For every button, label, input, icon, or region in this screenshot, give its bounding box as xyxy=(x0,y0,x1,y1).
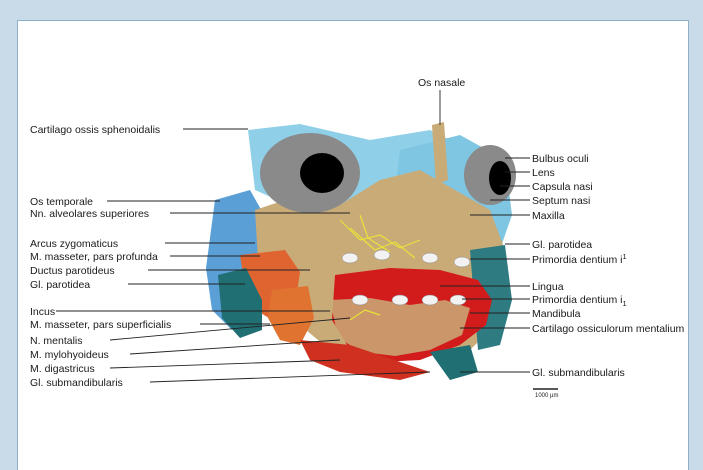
scale-bar-label: 1000 µm xyxy=(535,393,558,399)
label-nn-alveolares-superiores: Nn. alveolares superiores xyxy=(30,208,149,220)
label-os-temporale: Os temporale xyxy=(30,196,93,208)
label-primordia-dentium-upper: Primordia dentium i1 xyxy=(532,252,627,266)
label-primordia-dentium-lower-text: Primordia dentium i xyxy=(532,294,622,306)
label-primordia-dentium-lower: Primordia dentium i1 xyxy=(532,294,627,308)
labels-left: Cartilago ossis sphenoidalis Os temporal… xyxy=(30,124,171,389)
label-gl-parotidea-left: Gl. parotidea xyxy=(30,279,90,291)
label-primordia-dentium-upper-text: Primordia dentium i xyxy=(532,254,622,266)
label-gl-submandibularis-right: Gl. submandibularis xyxy=(532,367,625,379)
label-masseter-pars-profunda: M. masseter, pars profunda xyxy=(30,251,158,263)
label-ductus-parotideus: Ductus parotideus xyxy=(30,265,115,277)
label-cartilago-ossis-sphenoidalis: Cartilago ossis sphenoidalis xyxy=(30,124,160,136)
label-masseter-pars-superficialis: M. masseter, pars superficialis xyxy=(30,319,171,331)
masseter-superficial-shape xyxy=(268,286,314,345)
lens-left-shape xyxy=(300,153,344,193)
label-m-mylohyoideus: M. mylohyoideus xyxy=(30,349,109,361)
label-incus: Incus xyxy=(30,306,55,318)
label-primordia-dentium-lower-subscript: 1 xyxy=(622,299,626,308)
label-capsula-nasi: Capsula nasi xyxy=(532,181,593,193)
label-lingua: Lingua xyxy=(532,281,564,293)
label-gl-submandibularis-left: Gl. submandibularis xyxy=(30,377,123,389)
scale-bar: 1000 µm xyxy=(533,389,558,399)
label-maxilla: Maxilla xyxy=(532,210,565,222)
label-primordia-dentium-upper-superscript: 1 xyxy=(622,252,626,261)
lens-right-shape xyxy=(489,161,511,195)
label-os-nasale: Os nasale xyxy=(418,77,465,89)
labels-right: Bulbus oculi Lens Capsula nasi Septum na… xyxy=(532,153,685,379)
label-bulbus-oculi: Bulbus oculi xyxy=(532,153,589,165)
label-n-mentalis: N. mentalis xyxy=(30,335,83,347)
label-gl-parotidea-right: Gl. parotidea xyxy=(532,239,592,251)
label-cartilago-ossiculorum-mentalium: Cartilago ossiculorum mentalium xyxy=(532,323,685,335)
label-arcus-zygomaticus: Arcus zygomaticus xyxy=(30,238,118,250)
label-lens: Lens xyxy=(532,167,555,179)
label-m-digastricus: M. digastricus xyxy=(30,363,95,375)
label-mandibula: Mandibula xyxy=(532,308,581,320)
label-septum-nasi: Septum nasi xyxy=(532,195,590,207)
head-reconstruction xyxy=(206,122,516,380)
